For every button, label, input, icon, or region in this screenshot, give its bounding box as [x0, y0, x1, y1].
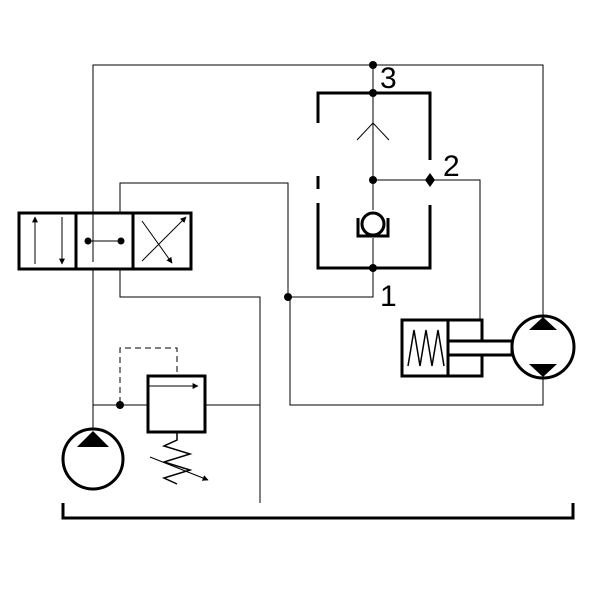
enclosure-top: [316, 91, 432, 160]
motor-triangle-down: [529, 364, 557, 377]
relief-valve: [146, 374, 209, 485]
motor-triangle-up: [529, 317, 557, 330]
cylinder-rod: [446, 339, 514, 357]
pump-circle: [61, 427, 125, 491]
junction-dots: [116, 61, 435, 409]
valve-center-dot-right: [117, 237, 125, 245]
pump-triangle: [77, 431, 109, 447]
pilot-return-line: [119, 182, 289, 297]
port-2-label: 2: [443, 150, 460, 183]
relief-valve-body: [146, 374, 207, 434]
port-1-line: [288, 268, 374, 298]
junction-dot-port-1: [369, 264, 377, 272]
connection-lines: [92, 64, 544, 503]
outer-circuit-line: [92, 64, 544, 406]
directional-valve: [17, 211, 193, 271]
hydraulic-cylinder: [400, 318, 514, 378]
cylinder-spring: [407, 329, 445, 367]
junction-dot-port-3: [369, 89, 377, 97]
valve-right-cross-arrow-1: [141, 220, 173, 264]
junction-dot-port-2-inner: [369, 176, 377, 184]
relief-valve-spring: [161, 432, 193, 485]
junction-dot-port-1-line: [284, 293, 292, 301]
hydraulic-pump: [61, 427, 125, 491]
port-2-line: [373, 179, 481, 320]
valve-right-cross-arrow-2: [141, 216, 187, 262]
relief-adjust-arrow: [149, 456, 209, 481]
junction-dot-port-3-top: [369, 61, 377, 69]
junction-dot-relief-pilot: [116, 401, 124, 409]
port-1-label: 1: [380, 280, 397, 313]
valve-center-dot-left: [84, 237, 92, 245]
valve-body: [17, 211, 193, 271]
check-valve-ball: [360, 211, 386, 237]
pressure-line: [92, 268, 260, 406]
tank-line-loop: [119, 268, 261, 503]
port-3-label: 3: [380, 62, 397, 95]
hydraulic-motor: [510, 314, 576, 380]
reservoir-tank: [61, 503, 575, 520]
flow-chevron: [356, 122, 390, 141]
motor-circle: [510, 314, 576, 380]
pilot-pressure-dashed: [119, 347, 178, 403]
junction-diamond-port-2: [425, 173, 435, 187]
